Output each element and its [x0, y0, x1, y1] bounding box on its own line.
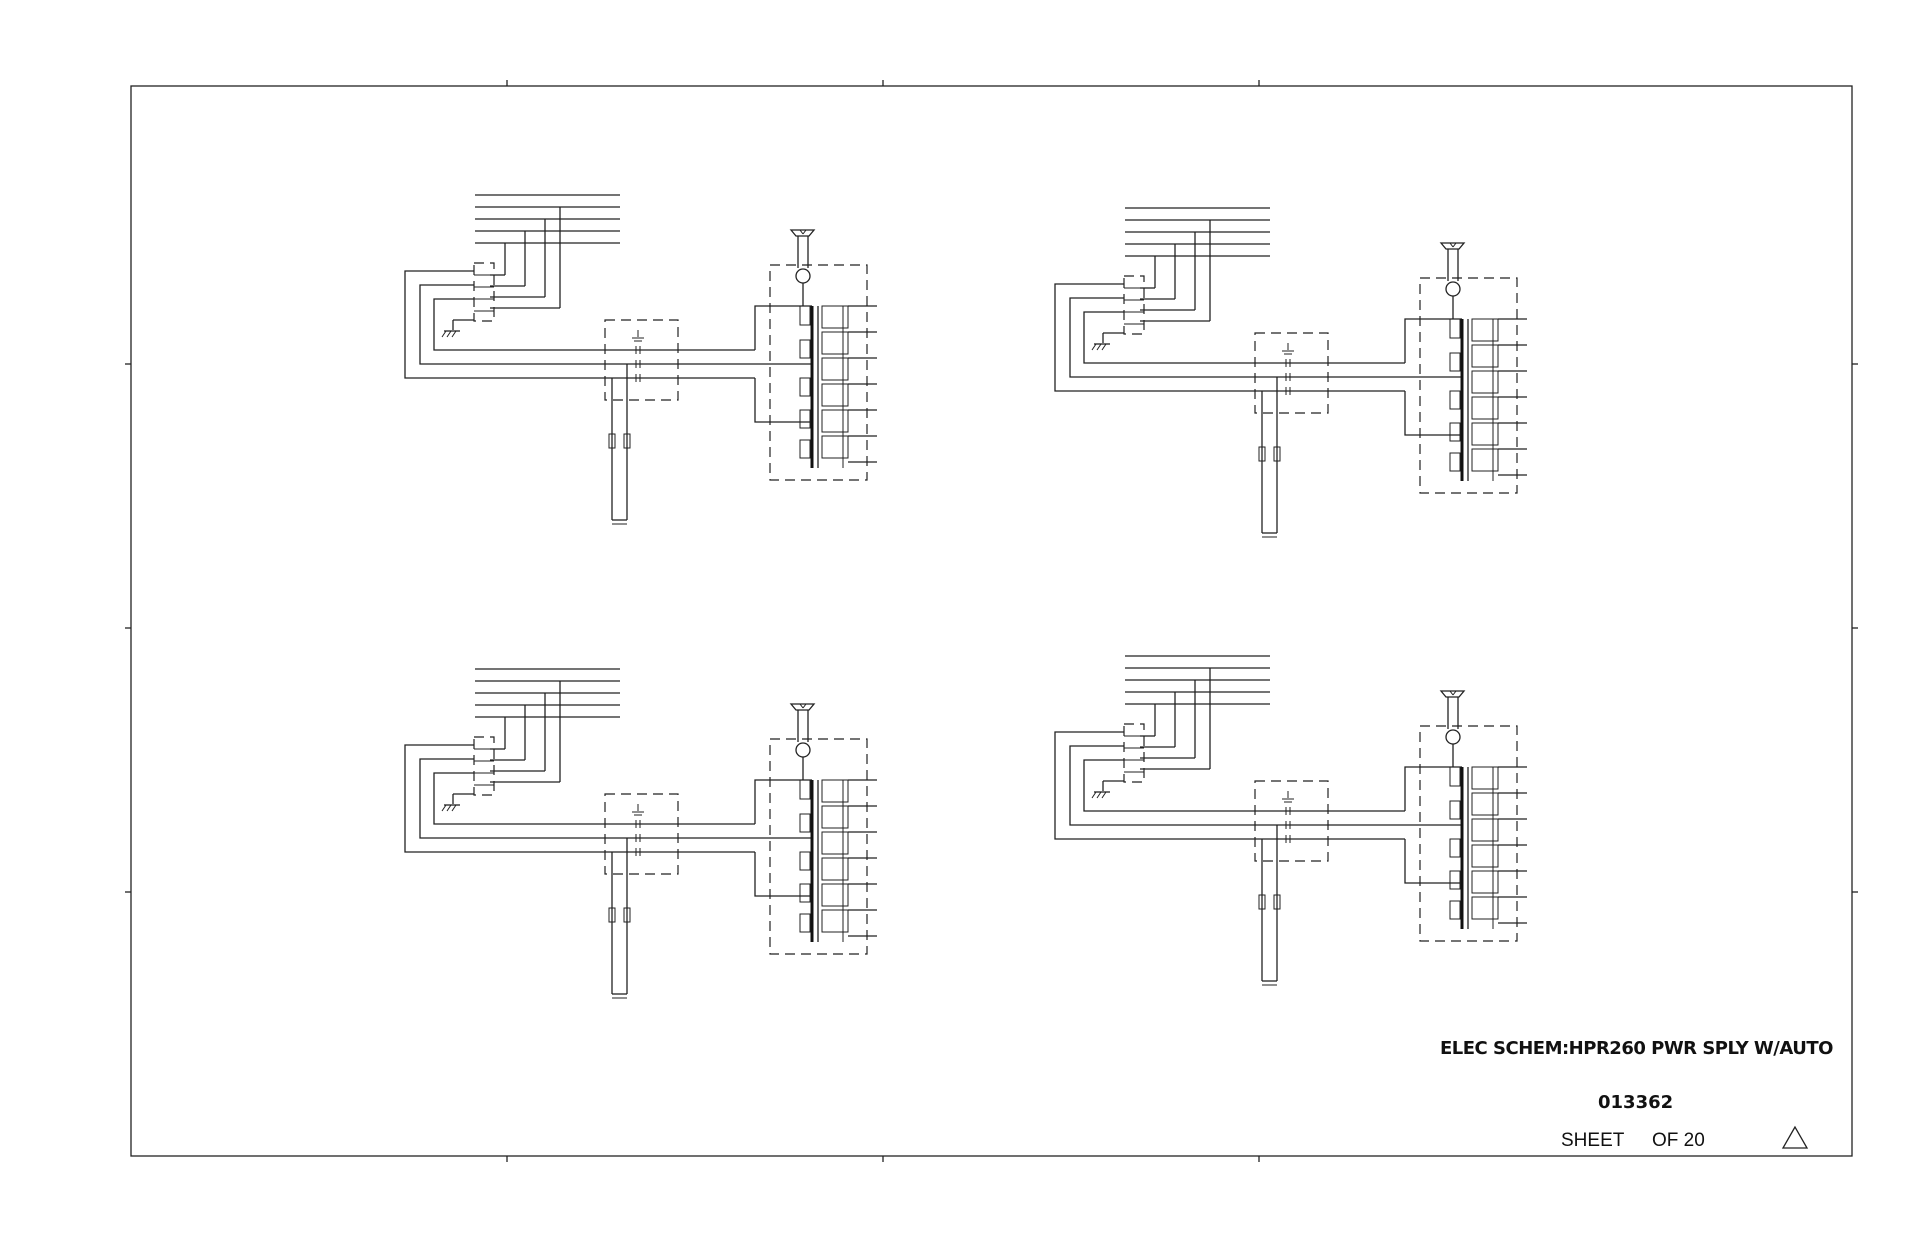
- bus-drops: [490, 681, 561, 783]
- bus-lines: [1125, 655, 1270, 705]
- fuse-leads: [1258, 825, 1281, 986]
- bus-drops: [1140, 668, 1211, 770]
- ground-icon: [1091, 332, 1124, 351]
- lamp-connector-icon: [789, 229, 816, 306]
- terminal-strip: [1123, 275, 1145, 335]
- main-feed: [1404, 318, 1462, 436]
- terminal-strip: [1123, 723, 1145, 783]
- sheet-label: SHEET: [1561, 1130, 1625, 1151]
- ground-icon: [441, 793, 474, 812]
- circuit-block-top-right: [1054, 207, 1527, 538]
- filter-capacitor-box: [1254, 780, 1329, 862]
- revision-triangle-icon: [1781, 1125, 1809, 1149]
- filter-capacitor-box: [1254, 332, 1329, 414]
- terminal-strip: [473, 736, 495, 796]
- circuit-block-bottom-left: [404, 668, 877, 999]
- transformer-block: [1419, 277, 1527, 494]
- drawing-border: [130, 85, 1853, 1157]
- main-feed: [754, 305, 812, 423]
- transformer-block: [1419, 725, 1527, 942]
- main-feed: [754, 779, 812, 897]
- transformer-block: [769, 738, 877, 955]
- circuit-block-top-left: [404, 194, 877, 525]
- sheet-count: OF 20: [1652, 1130, 1705, 1151]
- bus-lines: [475, 668, 620, 718]
- bus-drops: [490, 207, 561, 309]
- filter-capacitor-box: [604, 319, 679, 401]
- border-zone-marks: [125, 80, 1858, 1162]
- feed-loops: [404, 270, 760, 379]
- lamp-connector-icon: [789, 703, 816, 780]
- drawing-number: 013362: [1598, 1092, 1674, 1113]
- fuse-leads: [608, 838, 631, 999]
- bus-drops: [1140, 220, 1211, 322]
- main-feed: [1404, 766, 1462, 884]
- terminal-strip: [473, 262, 495, 322]
- ground-icon: [1091, 780, 1124, 799]
- bus-lines: [475, 194, 620, 244]
- feed-loops: [404, 744, 760, 853]
- filter-capacitor-box: [604, 793, 679, 875]
- fuse-leads: [608, 364, 631, 525]
- circuit-block-bottom-right: [1054, 655, 1527, 986]
- drawing-title: ELEC SCHEM:HPR260 PWR SPLY W/AUTO: [1440, 1038, 1833, 1059]
- lamp-connector-icon: [1439, 690, 1466, 767]
- feed-loops: [1054, 731, 1410, 840]
- feed-loops: [1054, 283, 1410, 392]
- transformer-block: [769, 264, 877, 481]
- lamp-connector-icon: [1439, 242, 1466, 319]
- ground-icon: [441, 319, 474, 338]
- fuse-leads: [1258, 377, 1281, 538]
- bus-lines: [1125, 207, 1270, 257]
